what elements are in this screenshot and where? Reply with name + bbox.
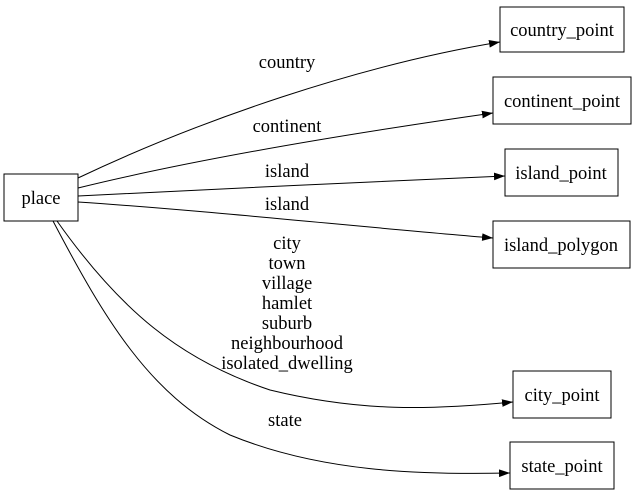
node-city-point: city_point	[512, 370, 612, 419]
node-place-label: place	[21, 189, 60, 209]
node-island-polygon-box	[492, 220, 631, 269]
node-island-point-box	[504, 148, 619, 197]
edge-label-state: state	[268, 411, 302, 431]
edge-label-hamlet: hamlet	[262, 294, 313, 314]
node-island-polygon: island_polygon	[492, 220, 631, 269]
node-city-point-label: city_point	[524, 386, 600, 406]
node-country-point-box	[499, 6, 625, 53]
edge-label-city: city	[273, 234, 301, 254]
node-island-polygon-label: island_polygon	[504, 236, 618, 256]
edge-label-island-1: island	[265, 162, 310, 182]
edge-group	[52, 39, 514, 478]
edge-label-country: country	[259, 53, 316, 73]
node-country-point-label: country_point	[510, 21, 615, 41]
node-group: place country_point continent_point isla…	[3, 6, 632, 490]
edge-place-continent-point	[77, 110, 494, 189]
node-place: place	[3, 173, 79, 222]
node-state-point-box	[509, 441, 615, 490]
node-city-point-box	[512, 370, 612, 419]
edge-label-city-multiline: city town village hamlet suburb neighbou…	[221, 234, 353, 374]
node-continent-point-box	[492, 76, 632, 125]
edge-place-island-point	[77, 172, 506, 197]
edge-label-group: country continent island island city tow…	[221, 53, 353, 431]
edge-place-city-point	[56, 220, 514, 409]
edge-place-island-polygon	[77, 201, 494, 241]
edge-label-island-2: island	[265, 195, 310, 215]
node-continent-point: continent_point	[492, 76, 632, 125]
node-continent-point-label: continent_point	[504, 92, 621, 112]
node-country-point: country_point	[499, 6, 625, 53]
edge-label-isolated-dwelling: isolated_dwelling	[221, 354, 353, 374]
node-place-box	[3, 173, 79, 222]
node-island-point-label: island_point	[515, 164, 607, 184]
edge-label-town: town	[269, 254, 306, 274]
edge-label-suburb: suburb	[262, 314, 312, 334]
node-island-point: island_point	[504, 148, 619, 197]
node-state-point-label: state_point	[521, 457, 603, 477]
node-state-point: state_point	[509, 441, 615, 490]
edge-label-village: village	[262, 274, 312, 294]
edge-label-continent: continent	[253, 117, 323, 137]
edge-label-neighbourhood: neighbourhood	[231, 334, 344, 354]
edge-place-country-point	[77, 39, 501, 179]
edge-place-state-point	[52, 220, 511, 478]
